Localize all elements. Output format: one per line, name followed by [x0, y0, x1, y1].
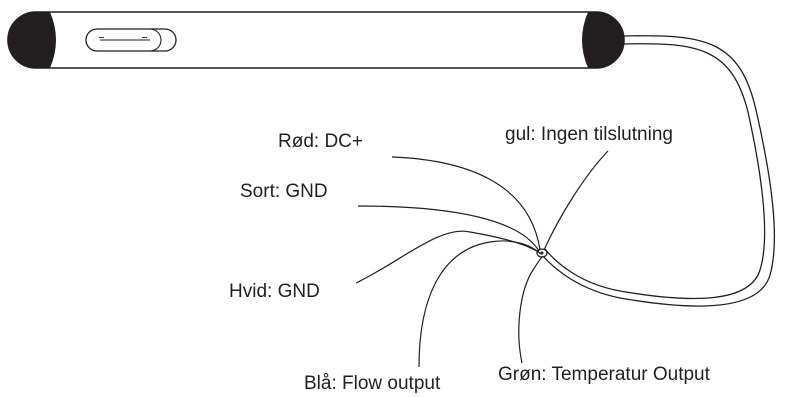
wire-blue	[418, 240, 542, 368]
wire-black	[357, 205, 540, 252]
label-red-wire: Rød: DC+	[278, 131, 363, 152]
label-blue-wire: Blå: Flow output	[304, 373, 441, 394]
sensor-right-end-cap	[582, 12, 624, 68]
wire-green	[518, 255, 544, 364]
wire-red	[391, 156, 541, 251]
wire-white	[355, 230, 541, 284]
sensor-window	[85, 28, 177, 52]
label-green-wire: Grøn: Temperatur Output	[498, 364, 710, 385]
label-black-wire: Sort: GND	[240, 181, 328, 202]
wire-yellow	[543, 150, 609, 251]
label-white-wire: Hvid: GND	[229, 281, 320, 302]
sensor-left-end-cap	[8, 12, 56, 68]
label-yellow-wire: gul: Ingen tilslutning	[505, 124, 673, 145]
sensor-body	[7, 11, 625, 69]
sensor-cable	[540, 35, 776, 307]
